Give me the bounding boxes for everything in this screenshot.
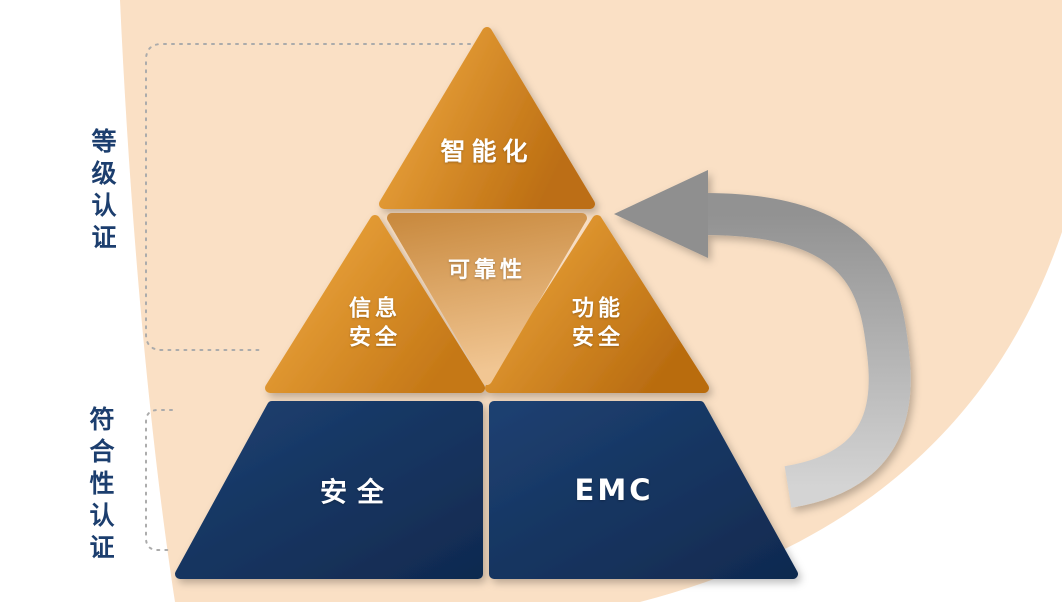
pyramid-middle-center-inverted-triangle (387, 213, 587, 385)
pyramid-middle-left-triangle (265, 215, 485, 393)
conformity-certification-bracket (145, 409, 173, 551)
curved-arrow (614, 170, 911, 508)
grade-certification-bracket (145, 43, 479, 351)
pyramid-bottom-right-trapezoid (489, 401, 798, 579)
pyramid-bottom-left-trapezoid (175, 401, 483, 579)
curved-arrow-head (614, 170, 708, 258)
pyramid-middle-right-triangle (485, 215, 709, 393)
curved-arrow-shaft (704, 193, 911, 508)
pyramid-top-triangle (379, 27, 595, 209)
